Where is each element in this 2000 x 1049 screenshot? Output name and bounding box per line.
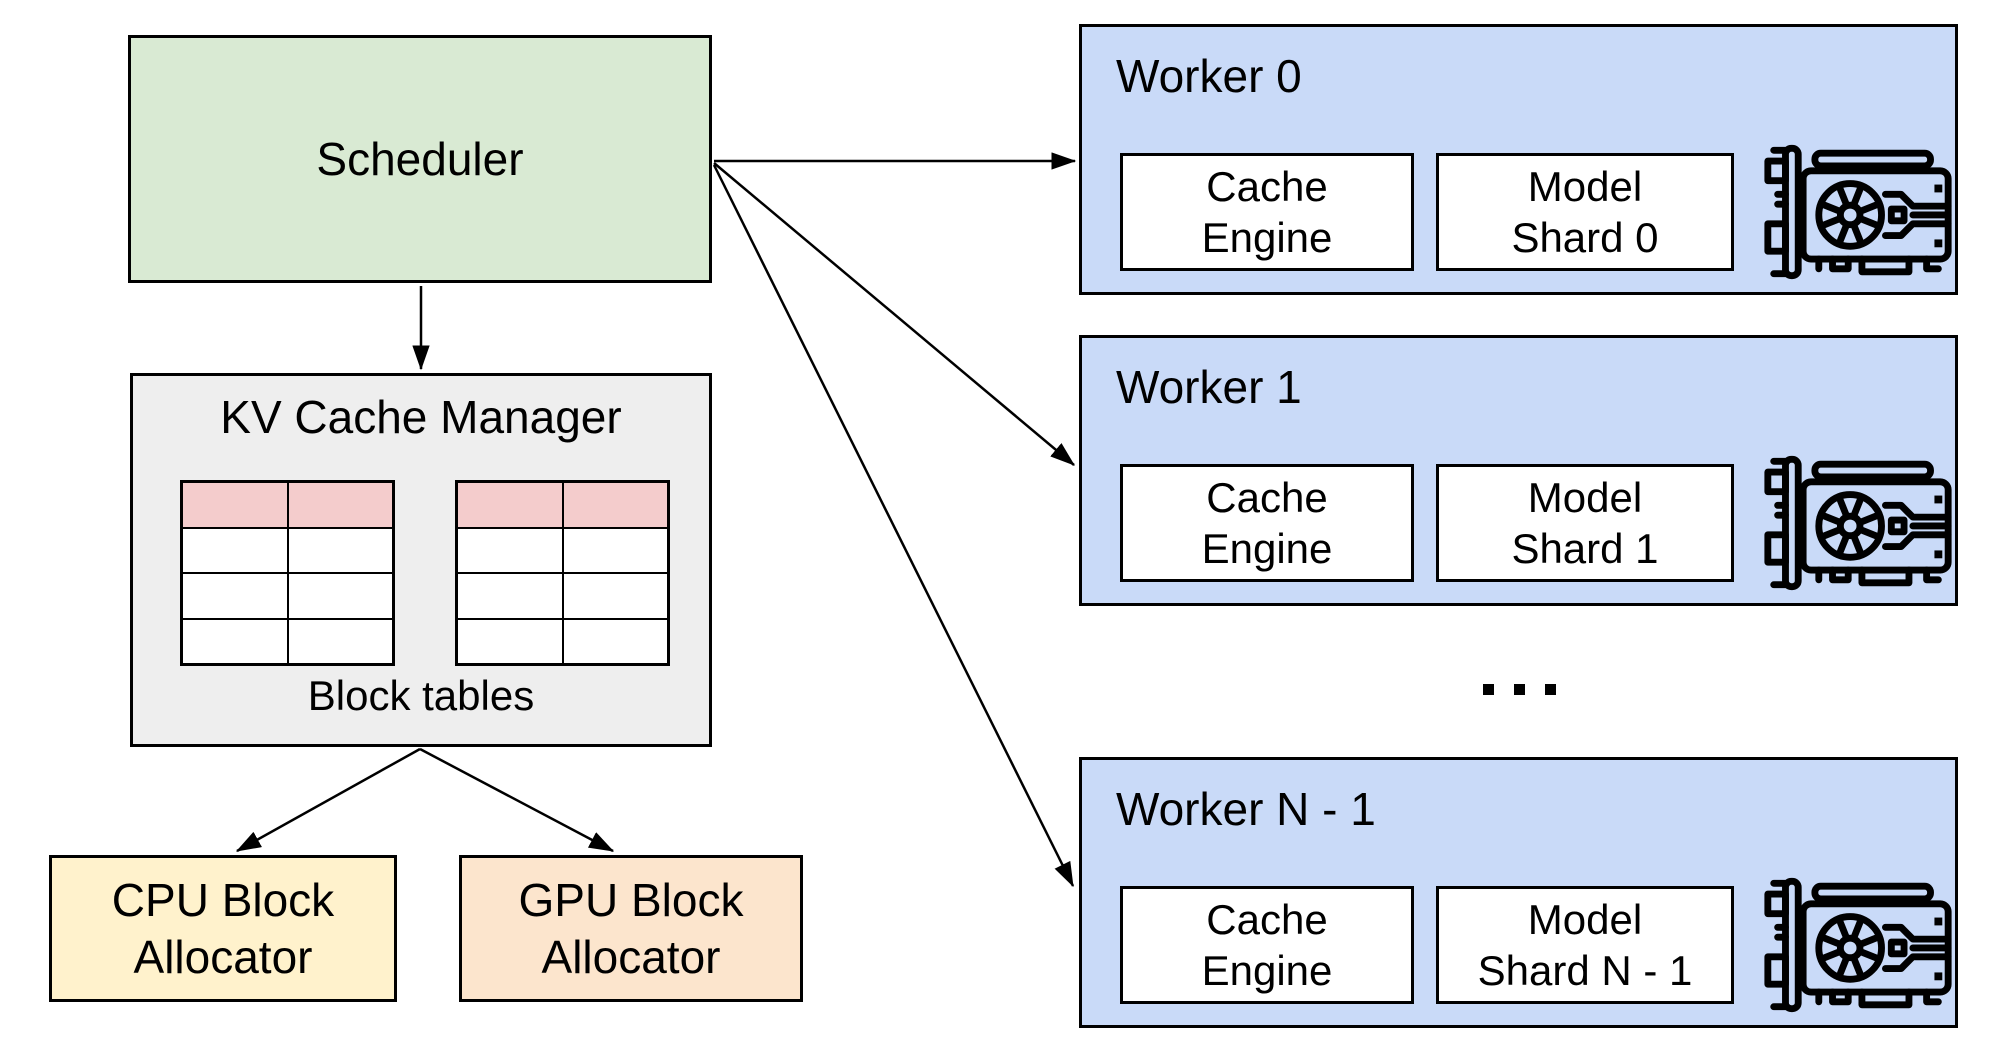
model-shard-line2: Shard 1 xyxy=(1511,525,1659,572)
cpu-block-allocator-box: CPU Block Allocator xyxy=(49,855,397,1002)
table-cell xyxy=(562,573,668,619)
table-cell xyxy=(287,573,393,619)
table-cell xyxy=(457,573,563,619)
cpu-allocator-line1: CPU Block xyxy=(111,874,335,927)
worker-1-cache-engine-box: Cache Engine xyxy=(1120,464,1414,582)
worker-0-box: Worker 0 Cache Engine Model Shard 0 xyxy=(1079,24,1958,295)
cpu-allocator-line2: Allocator xyxy=(133,930,313,983)
gpu-card-icon xyxy=(1764,877,1952,1013)
gpu-allocator-line1: GPU Block xyxy=(518,874,744,927)
gpu-block-allocator-box: GPU Block Allocator xyxy=(459,855,803,1002)
arrow-scheduler-to-workern xyxy=(712,164,1075,888)
cache-engine-line1: Cache xyxy=(1206,473,1328,521)
cache-engine-line2: Engine xyxy=(1201,947,1333,994)
model-shard-line1: Model xyxy=(1527,162,1643,210)
cache-engine-line2: Engine xyxy=(1201,525,1333,572)
table-cell xyxy=(562,482,668,528)
ellipsis-dot xyxy=(1545,684,1556,695)
worker-n-1-cache-engine-box: Cache Engine xyxy=(1120,886,1414,1004)
cache-engine-line2: Engine xyxy=(1201,214,1333,261)
kv-cache-manager-box: KV Cache Manager Block tables xyxy=(130,373,712,747)
scheduler-box: Scheduler xyxy=(128,35,712,283)
table-cell xyxy=(562,618,668,664)
scheduler-label: Scheduler xyxy=(316,133,524,185)
model-shard-line2: Shard 0 xyxy=(1511,214,1659,261)
worker-0-model-shard-box: Model Shard 0 xyxy=(1436,153,1734,271)
table-cell xyxy=(457,482,563,528)
cache-engine-line1: Cache xyxy=(1206,895,1328,943)
cache-engine-line1: Cache xyxy=(1206,162,1328,210)
table-cell xyxy=(457,527,563,573)
ellipsis-dot xyxy=(1483,684,1494,695)
arrow-kv-to-cpu-allocator xyxy=(235,747,421,853)
arrow-scheduler-to-worker1 xyxy=(713,162,1075,466)
worker-n-1-model-shard-box: Model Shard N - 1 xyxy=(1436,886,1734,1004)
gpu-allocator-line2: Allocator xyxy=(541,930,721,983)
model-shard-line1: Model xyxy=(1527,473,1643,521)
table-cell xyxy=(182,527,288,573)
ellipsis-dot xyxy=(1514,684,1525,695)
table-cell xyxy=(287,618,393,664)
table-cell xyxy=(287,482,393,528)
table-cell xyxy=(562,527,668,573)
gpu-card-icon xyxy=(1764,455,1952,591)
table-cell xyxy=(182,573,288,619)
worker-n-1-title: Worker N - 1 xyxy=(1116,783,1376,835)
worker-0-title: Worker 0 xyxy=(1116,50,1302,102)
kv-cache-manager-title: KV Cache Manager xyxy=(220,391,622,443)
worker-1-title: Worker 1 xyxy=(1116,361,1302,413)
model-shard-line2: Shard N - 1 xyxy=(1477,947,1693,994)
table-cell xyxy=(182,618,288,664)
worker-1-box: Worker 1 Cache Engine Model Shard 1 xyxy=(1079,335,1958,606)
block-tables-caption: Block tables xyxy=(307,672,535,719)
block-table-2 xyxy=(455,480,670,666)
block-table-1 xyxy=(180,480,395,666)
worker-0-cache-engine-box: Cache Engine xyxy=(1120,153,1414,271)
arrow-kv-to-gpu-allocator xyxy=(419,747,615,853)
worker-n-1-box: Worker N - 1 Cache Engine Model Shard N … xyxy=(1079,757,1958,1028)
table-cell xyxy=(287,527,393,573)
table-cell xyxy=(182,482,288,528)
worker-1-model-shard-box: Model Shard 1 xyxy=(1436,464,1734,582)
table-cell xyxy=(457,618,563,664)
workers-ellipsis xyxy=(1483,684,1556,695)
gpu-card-icon xyxy=(1764,144,1952,280)
model-shard-line1: Model xyxy=(1527,895,1643,943)
